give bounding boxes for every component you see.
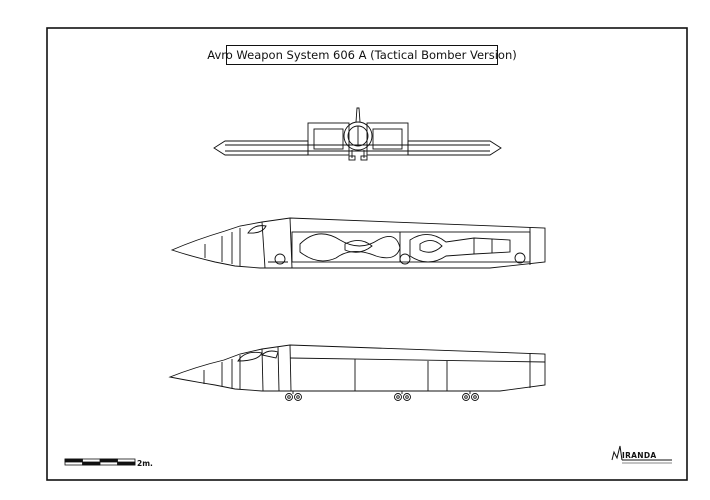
scale-bar-label: 2m. — [137, 459, 153, 468]
front-view — [213, 107, 502, 161]
side-view-exterior — [168, 344, 546, 401]
side-view-cutaway — [170, 217, 546, 269]
sheet-frame — [46, 27, 688, 481]
drawing-title: Avro Weapon System 606 A (Tactical Bombe… — [207, 45, 517, 65]
scale-bar — [64, 458, 136, 466]
miranda-logo — [611, 445, 672, 464]
logo-text: IRANDA — [622, 451, 657, 460]
